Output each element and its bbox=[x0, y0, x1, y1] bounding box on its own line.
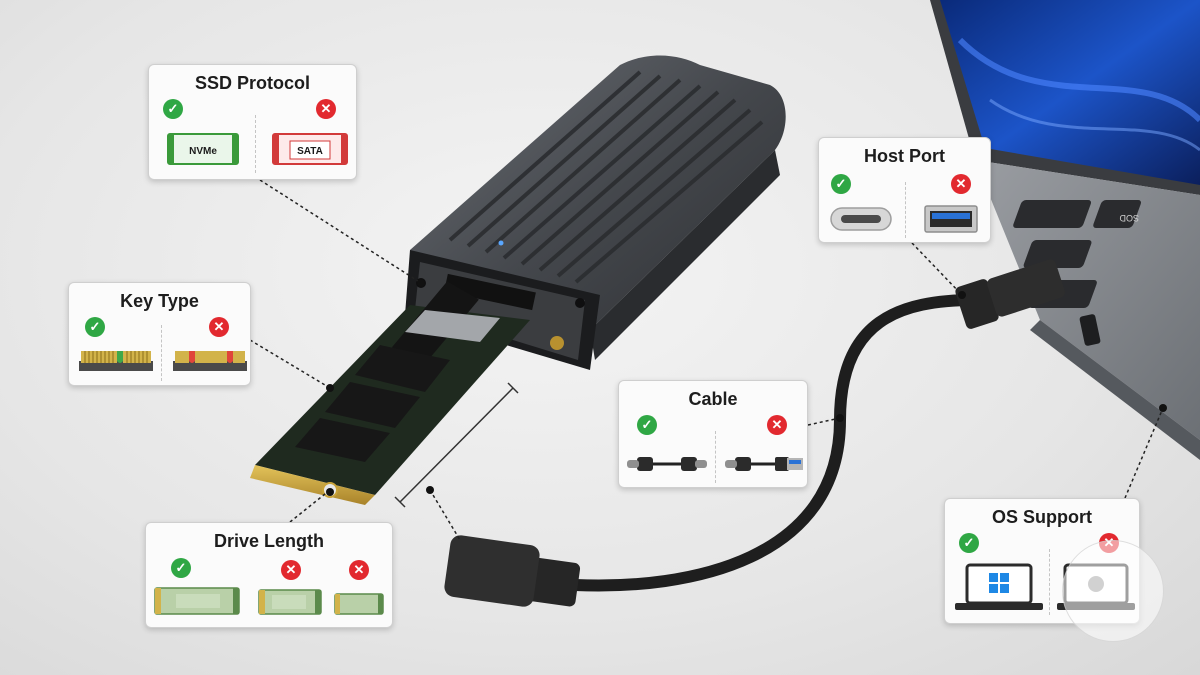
svg-text:SATA: SATA bbox=[297, 146, 323, 157]
m-key-connector-icon bbox=[79, 351, 153, 371]
watermark-badge bbox=[1062, 540, 1164, 642]
usb-c-to-a-cable-icon bbox=[725, 457, 803, 471]
check-icon: ✓ bbox=[163, 99, 183, 119]
length-dimension-line bbox=[394, 382, 519, 508]
usb-c-to-c-cable-icon bbox=[627, 457, 707, 471]
os-support-title: OS Support bbox=[992, 507, 1092, 527]
check-icon: ✓ bbox=[85, 317, 105, 337]
usb-a-port-icon bbox=[924, 205, 978, 233]
cross-icon: ✕ bbox=[767, 415, 787, 435]
sata-ssd-icon: SATA bbox=[272, 133, 348, 165]
cable-callout: Cable ✓ ✕ bbox=[618, 380, 808, 488]
drive-length-title: Drive Length bbox=[213, 531, 324, 551]
drive-length-callout: Drive Length ✓ ✕ ✕ bbox=[145, 522, 393, 628]
leader-dots bbox=[326, 279, 1167, 496]
cross-icon: ✕ bbox=[209, 317, 229, 337]
svg-text:NVMe: NVMe bbox=[189, 146, 217, 157]
windows-laptop-icon bbox=[955, 563, 1043, 610]
cross-icon: ✕ bbox=[316, 99, 336, 119]
usb-c-port-icon bbox=[830, 207, 892, 231]
nvme-enclosure bbox=[405, 55, 786, 370]
host-port-title: Host Port bbox=[864, 146, 945, 166]
ssd-protocol-title: SSD Protocol bbox=[194, 73, 310, 93]
check-icon: ✓ bbox=[831, 174, 851, 194]
cross-icon: ✕ bbox=[281, 560, 301, 580]
cross-icon: ✕ bbox=[349, 560, 369, 580]
check-icon: ✓ bbox=[959, 533, 979, 553]
m2-ssd bbox=[250, 281, 530, 505]
windows-logo-icon bbox=[989, 573, 1009, 593]
host-port-callout: Host Port ✓ ✕ bbox=[818, 137, 991, 243]
cross-icon: ✕ bbox=[951, 174, 971, 194]
key-type-callout: Key Type ✓ ✕ bbox=[68, 282, 251, 386]
b-m-key-connector-icon bbox=[173, 351, 247, 371]
laptop-screen bbox=[940, 0, 1200, 185]
nvme-ssd-icon: NVMe bbox=[167, 133, 239, 165]
ssd-protocol-callout: SSD Protocol ✓ ✕ NVMe SATA bbox=[148, 64, 357, 180]
check-icon: ✓ bbox=[171, 558, 191, 578]
cable-title: Cable bbox=[688, 389, 738, 409]
key-type-title: Key Type bbox=[120, 291, 199, 311]
keyboard-key-label: SOD bbox=[1119, 213, 1139, 223]
ssd-short-2230-icon bbox=[334, 593, 384, 615]
check-icon: ✓ bbox=[637, 415, 657, 435]
callout-leaders bbox=[249, 179, 1164, 541]
laptop: SOD bbox=[930, 0, 1200, 460]
usb-cable bbox=[444, 259, 1065, 607]
laptop-port bbox=[1079, 314, 1101, 346]
ssd-long-2280-icon bbox=[154, 587, 240, 615]
ssd-medium-2242-icon bbox=[258, 589, 322, 615]
